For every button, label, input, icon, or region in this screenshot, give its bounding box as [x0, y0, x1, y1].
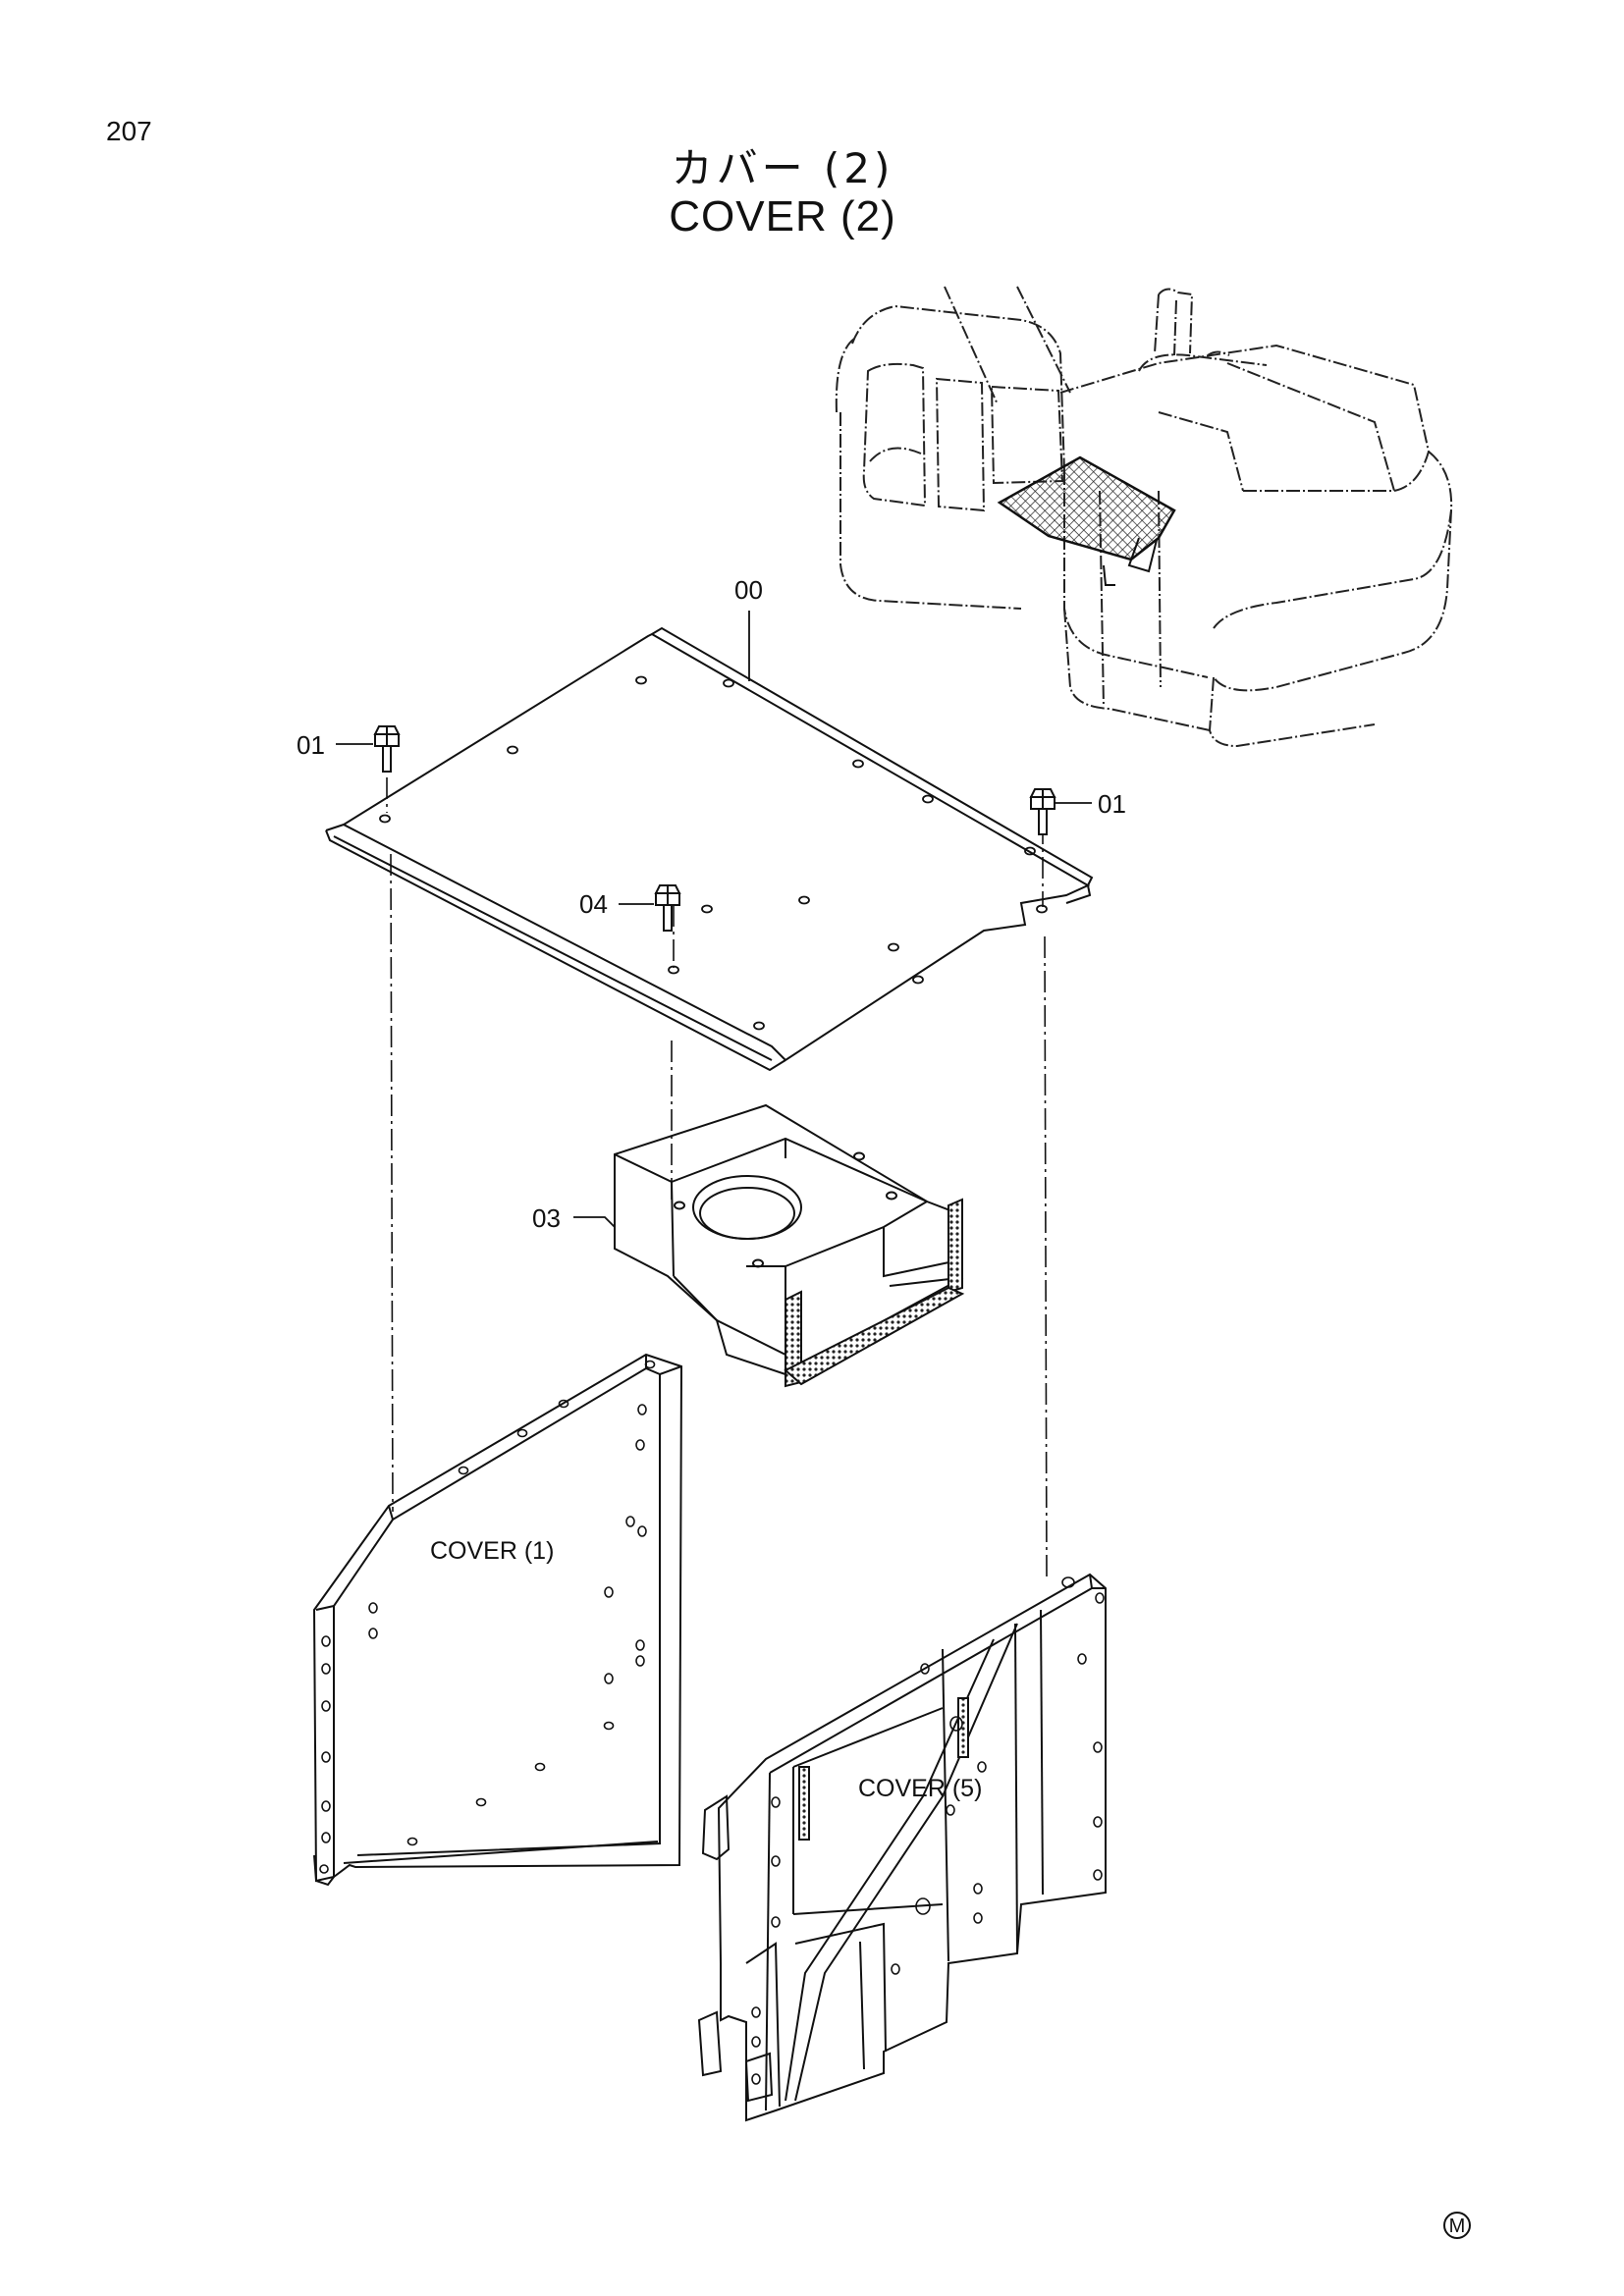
cover-5-panel — [697, 1573, 1107, 2122]
callout-00: 00 — [734, 575, 763, 605]
highlighted-cover-location — [997, 455, 1176, 586]
subassembly-cover-1-label: COVER (1) — [430, 1537, 554, 1565]
callout-04: 04 — [579, 889, 608, 919]
excavator-overview-icon — [835, 286, 1453, 748]
page-title-jp: カバー (2) — [671, 144, 894, 192]
callout-03: 03 — [532, 1203, 561, 1233]
bolt-icon — [373, 725, 1056, 932]
leader-lines — [336, 611, 1092, 1228]
callout-01-left: 01 — [297, 730, 325, 760]
assembly-centre-lines — [386, 777, 1048, 1577]
subassembly-cover-5-label: COVER (5) — [858, 1775, 982, 1802]
page-title-en: COVER (2) — [669, 192, 896, 240]
callout-01-right: 01 — [1098, 789, 1126, 819]
page-number: 207 — [106, 116, 152, 146]
cover-1-panel — [312, 1353, 683, 1887]
mark-letter: M — [1449, 2216, 1466, 2237]
registered-mark-icon: M — [1443, 2212, 1471, 2239]
part-03-duct-box — [614, 1103, 965, 1388]
part-00-cover-plate — [325, 626, 1094, 1072]
